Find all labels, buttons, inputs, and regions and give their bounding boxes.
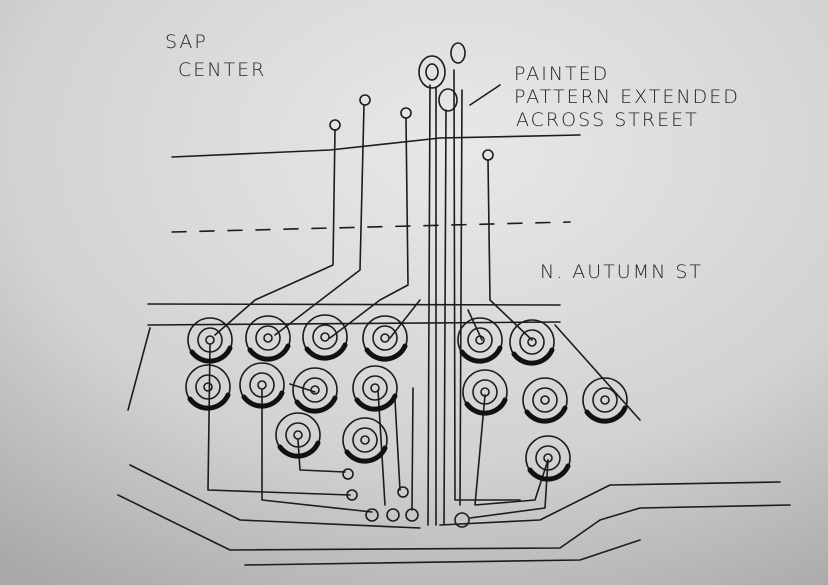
venue-label-line2: CENTER [178, 59, 266, 81]
street-lines [117, 134, 791, 566]
note-label-line1: PAINTED [514, 63, 609, 85]
spiral-circle [292, 367, 338, 414]
spiral-circle [245, 315, 291, 362]
note-leader-line [469, 84, 501, 106]
spiral-circle [239, 362, 285, 409]
note-label-line2: PATTERN EXTENDED [514, 86, 740, 108]
pattern-end-markers [329, 42, 494, 528]
street-label: N. AUTUMN ST [540, 261, 703, 283]
spiral-circles [185, 314, 628, 482]
note-label-line3: ACROSS STREET [516, 109, 699, 131]
spiral-circle [509, 319, 555, 366]
spiral-circle [352, 365, 398, 412]
spiral-circle [457, 317, 503, 364]
spiral-circle [362, 315, 408, 362]
spiral-circle [185, 364, 231, 411]
venue-label-line1: SAP [165, 31, 208, 53]
spiral-circle [275, 412, 321, 459]
spiral-circle [525, 435, 571, 482]
spiral-circle [302, 314, 348, 361]
spiral-circle [187, 317, 233, 364]
spiral-circle [522, 377, 568, 424]
spiral-circle [342, 417, 388, 464]
spiral-circle [462, 369, 508, 416]
spiral-circle [582, 377, 628, 424]
